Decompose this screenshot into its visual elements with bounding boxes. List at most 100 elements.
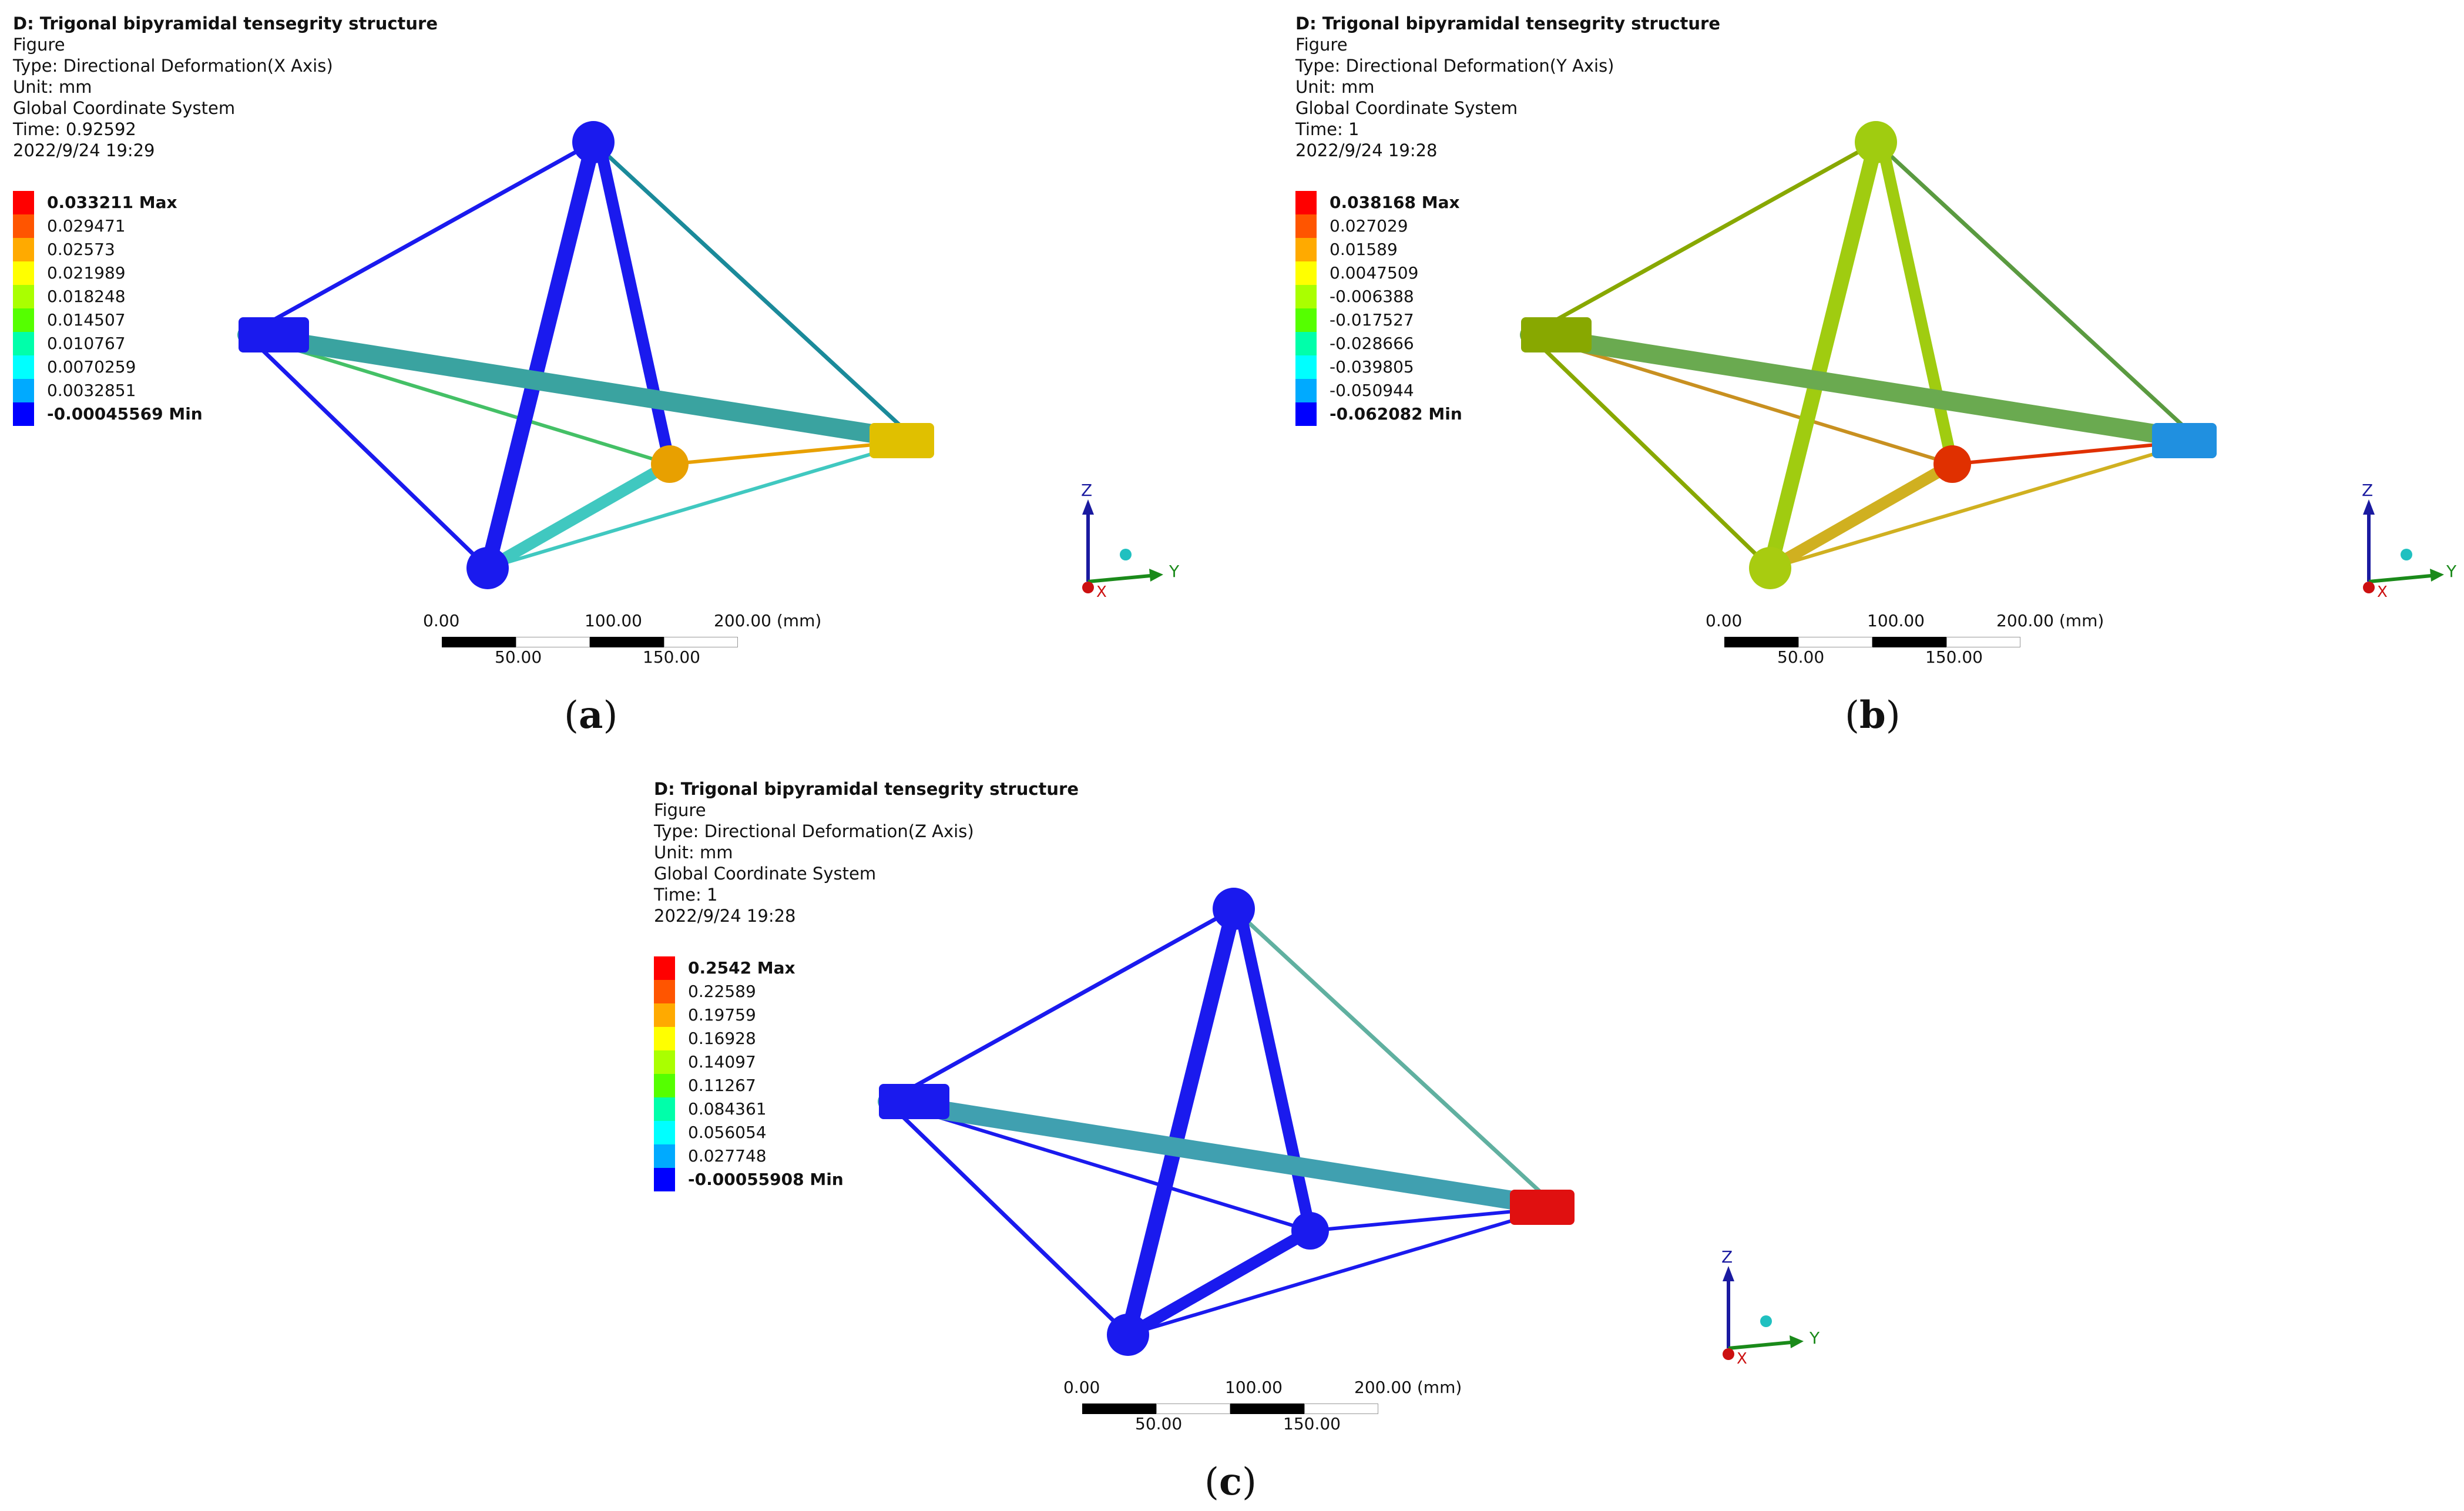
result-date: 2022/9/24 19:28 [654,906,796,926]
legend-entry: -0.050944 [1295,379,1530,402]
legend-label: 0.027029 [1330,216,1408,236]
scale-label-200: 200.00 (mm) [714,611,822,630]
joint-node-top [1213,888,1255,930]
joint-node-top [572,121,615,163]
axis-triad: Z Y X [1081,482,1180,599]
legend-swatch [13,285,34,308]
scale-label-200: 200.00 (mm) [1354,1378,1462,1397]
legend-entry: -0.017527 [1295,308,1530,332]
joint-node-right [2154,437,2173,456]
legend-swatch [13,332,34,355]
z-axis-label: Z [2362,482,2373,500]
legend-entry: 0.0070259 [13,355,248,379]
cable [591,140,919,443]
legend-label: 0.029471 [47,216,126,236]
legend-swatch [1295,285,1317,308]
legend-entry: 0.021989 [13,261,248,285]
legend-label: -0.00045569 Min [47,404,203,424]
x-axis-dot [1723,1348,1734,1360]
legend-swatch [13,238,34,261]
caption-label: c [1218,1460,1242,1504]
legend-entry: -0.006388 [1295,285,1530,308]
scale-segment [442,637,516,647]
legend-label: -0.017527 [1330,310,1414,330]
strut [1122,1225,1316,1341]
legend-swatch [13,308,34,332]
legend-swatch [13,402,34,426]
rotation-center-icon [1760,1315,1772,1327]
cable [244,140,596,337]
result-time: Time: 0.92592 [13,119,136,139]
legend-swatch [1295,355,1317,379]
legend-label: 0.027748 [688,1146,767,1166]
caption-label: a [578,693,603,737]
result-time: Time: 1 [1295,119,1359,139]
result-unit: Unit: mm [654,842,733,862]
strut [1764,458,1958,574]
caption-a: (a) [564,693,618,737]
x-axis-dot [2363,582,2375,593]
strut [1763,135,1884,576]
joint-node-right [1512,1204,1531,1223]
joint-node-bottom [1749,547,1791,589]
legend-swatch [1295,402,1317,426]
legend-label: -0.039805 [1330,357,1414,377]
strut [1120,901,1241,1342]
legend-label: -0.006388 [1330,287,1414,306]
result-header: D: Trigonal bipyramidal tensegrity struc… [654,778,1079,926]
y-axis [1728,1341,1791,1350]
scale-segment [1872,637,1946,647]
legend-swatch [654,1074,675,1097]
legend-swatch [1295,379,1317,402]
scale-bar: 0.00 100.00 200.00 (mm) 50.00 150.00 [1706,611,2104,681]
legend-entry: 0.02573 [13,238,248,261]
legend-label: 0.11267 [688,1076,756,1095]
scale-label-100: 100.00 [1225,1378,1283,1397]
y-axis [2368,574,2432,583]
x-axis-label: X [2377,583,2388,599]
legend-entry: 0.029471 [13,214,248,238]
strut [482,458,676,574]
legend-entry: -0.028666 [1295,332,1530,355]
joint-node-center [651,445,689,483]
legend-label: 0.02573 [47,240,115,259]
legend-swatch [13,261,34,285]
scale-label-50: 50.00 [495,647,542,667]
strut [593,136,676,470]
legend-swatch [654,1050,675,1074]
y-axis-label: Y [1169,562,1180,581]
result-unit: Unit: mm [13,77,92,97]
y-arrow-icon [1790,1335,1804,1348]
end-block-left [1521,317,1592,352]
legend-swatch [1295,214,1317,238]
caption-c: (c) [1204,1460,1257,1504]
legend-label: 0.038168 Max [1330,193,1460,212]
x-axis-label: X [1096,583,1107,599]
legend-entry: 0.22589 [654,980,889,1003]
legend-swatch [1295,238,1317,261]
scale-segment [1230,1403,1304,1414]
legend-label: 0.021989 [47,263,126,283]
z-axis-label: Z [1081,482,1092,500]
cable [1768,439,2201,570]
legend-entry: 0.11267 [654,1074,889,1097]
end-block-left [879,1084,949,1119]
caption-b: (b) [1845,693,1901,737]
legend-label: -0.00055908 Min [688,1170,844,1189]
legend-entry: 0.2542 Max [654,956,889,980]
y-arrow-icon [1149,569,1163,582]
cable [1231,906,1559,1210]
joint-node-top [1855,121,1897,163]
legend-label: 0.018248 [47,287,126,306]
result-coord: Global Coordinate System [1295,98,1518,118]
legend-entry: 0.0032851 [13,379,248,402]
legend-label: 0.056054 [688,1123,767,1142]
y-axis [1087,574,1151,583]
result-type: Type: Directional Deformation(Y Axis) [1295,56,1614,76]
cable [885,906,1236,1104]
result-title: D: Trigonal bipyramidal tensegrity struc… [1295,14,1721,33]
legend-swatch [654,1144,675,1168]
legend-entry: 0.014507 [13,308,248,332]
legend-entry: -0.00045569 Min [13,402,248,426]
scale-segment [1946,637,2020,647]
